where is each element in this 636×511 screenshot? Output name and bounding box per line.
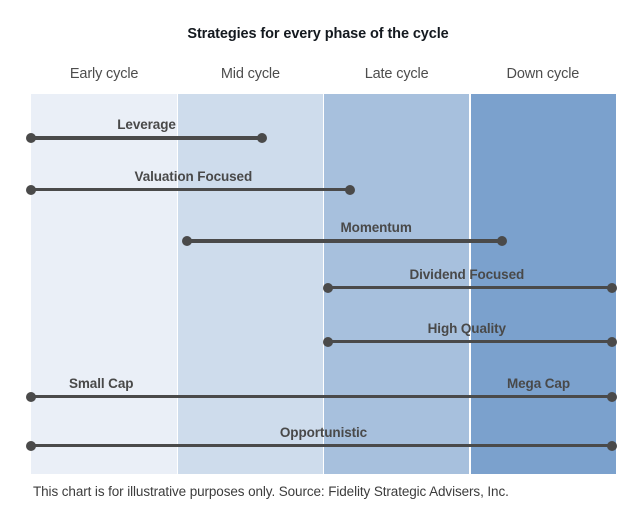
chart-title: Strategies for every phase of the cycle (187, 26, 449, 42)
bar-end-dot (606, 282, 617, 293)
band-divider (469, 94, 471, 474)
cycle-band-down-cycle (469, 94, 616, 474)
bar-start-dot (182, 236, 193, 247)
bar-label-dividend-focused: Dividend Focused (409, 266, 525, 282)
bar-label-momentum: Momentum (340, 220, 412, 236)
bar-start-dot (322, 336, 333, 347)
column-header-down-cycle: Down cycle (506, 66, 580, 82)
bar-label-mega-cap: Mega Cap (507, 375, 570, 391)
band-divider (176, 94, 178, 474)
bar-line (327, 340, 612, 344)
bar-line (31, 395, 612, 399)
bar-label-valuation-focused: Valuation Focused (134, 168, 253, 184)
bar-line (31, 136, 263, 140)
cycle-band-mid-cycle (177, 94, 324, 474)
bar-end-dot (606, 336, 617, 347)
bar-end-dot (344, 184, 355, 195)
bar-label-leverage: Leverage (117, 117, 176, 133)
column-header-row: Early cycle Mid cycle Late cycle Down cycle (31, 66, 616, 90)
bar-label-opportunistic: Opportunistic (279, 424, 368, 440)
column-header-mid-cycle: Mid cycle (220, 66, 280, 82)
cycle-band-late-cycle (323, 94, 470, 474)
bar-label-small-cap: Small Cap (69, 375, 134, 391)
bar-start-dot (26, 184, 36, 195)
bar-line (187, 239, 502, 243)
bar-end-dot (496, 236, 507, 247)
bar-label-high-quality: High Quality (427, 320, 506, 336)
bar-line (327, 286, 612, 290)
bar-start-dot (322, 282, 333, 293)
bar-end-dot (606, 391, 617, 402)
bar-end-dot (257, 133, 268, 144)
chart-footnote: This chart is for illustrative purposes … (33, 484, 509, 499)
cycle-band-early-cycle (31, 94, 178, 474)
bar-start-dot (26, 133, 36, 144)
column-header-late-cycle: Late cycle (364, 66, 429, 82)
column-header-early-cycle: Early cycle (69, 66, 139, 82)
bar-line (31, 188, 350, 192)
bar-start-dot (26, 391, 36, 402)
bar-start-dot (26, 440, 36, 451)
bar-end-dot (606, 440, 617, 451)
bar-line (31, 443, 612, 448)
